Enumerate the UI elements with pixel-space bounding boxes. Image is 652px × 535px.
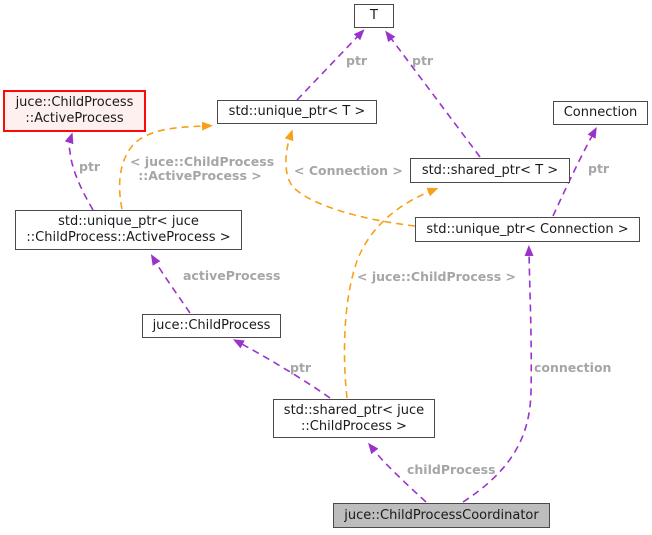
edge-label-template-childprocess: < juce::ChildProcess > xyxy=(357,269,516,284)
edge-label-ptr-t-right: ptr xyxy=(412,53,434,68)
node-template-param-t: T xyxy=(354,4,394,28)
edge-tmpl-uniqueptrconn-to-uniqueptrt xyxy=(284,129,416,227)
node-label: std::shared_ptr< T > xyxy=(421,162,559,178)
node-std-unique-ptr-connection: std::unique_ptr< Connection > xyxy=(415,217,640,242)
edge-ptr-uniqueptrap-to-activeprocess xyxy=(64,132,94,211)
edge-label-line1: < juce::ChildProcess xyxy=(130,154,275,169)
node-label: T xyxy=(370,8,378,23)
edge-label-line2: ::ActiveProcess > xyxy=(138,168,262,183)
node-label: std::unique_ptr< T > xyxy=(228,104,366,119)
edge-label-member-connection: connection xyxy=(534,360,612,375)
node-label: std::unique_ptr< Connection > xyxy=(426,221,629,237)
edge-label-ptr-t-left: ptr xyxy=(346,53,368,68)
edge-label-ptr-activeprocess: ptr xyxy=(79,159,101,174)
edge-childprocess-member xyxy=(368,442,427,503)
node-std-shared-ptr-t: std::shared_ptr< T > xyxy=(410,158,570,183)
edge-tmpl-uniqueptrap-to-uniqueptrt xyxy=(118,121,213,210)
edge-label-ptr-connection: ptr xyxy=(588,161,610,176)
node-label: juce::ChildProcessCoordinator xyxy=(344,507,539,523)
edge-label-member-childprocess: childProcess xyxy=(407,462,496,477)
node-label-line1: std::shared_ptr< juce xyxy=(283,402,425,418)
edge-activeprocess-member xyxy=(150,254,191,314)
node-label-line1: std::unique_ptr< juce xyxy=(58,214,199,229)
node-label-line2: ::ChildProcess > xyxy=(301,418,407,434)
edge-connection-member xyxy=(462,245,534,503)
node-std-shared-ptr-childprocess: std::shared_ptr< juce ::ChildProcess > xyxy=(273,399,435,438)
edge-ptr-sharedptrcp-to-childprocess xyxy=(232,339,331,399)
node-label-line1: juce::ChildProcess xyxy=(15,95,134,110)
node-std-unique-ptr-t: std::unique_ptr< T > xyxy=(217,100,377,124)
node-std-unique-ptr-activeprocess: std::unique_ptr< juce ::ChildProcess::Ac… xyxy=(15,210,242,250)
edge-ptr-sharedptrt-to-t xyxy=(385,30,481,158)
node-connection[interactable]: Connection xyxy=(553,101,648,125)
edge-label-ptr-childprocess: ptr xyxy=(290,360,312,375)
node-juce-childprocess[interactable]: juce::ChildProcess xyxy=(142,314,281,338)
node-label: Connection xyxy=(563,105,638,120)
node-juce-childprocesscoordinator-current: juce::ChildProcessCoordinator xyxy=(333,503,550,528)
node-label-line2: ::ActiveProcess xyxy=(25,111,124,126)
node-label: juce::ChildProcess xyxy=(152,318,271,333)
edge-ptr-uniqueptrt-to-t xyxy=(296,29,365,101)
edge-tmpl-sharedptrcp-to-sharedptrt xyxy=(343,187,439,399)
edge-label-template-connection: < Connection > xyxy=(294,163,403,178)
node-juce-childprocess-activeprocess[interactable]: juce::ChildProcess ::ActiveProcess xyxy=(3,90,146,132)
edge-label-member-activeprocess: activeProcess xyxy=(183,268,281,283)
edge-label-template-activeprocess: < juce::ChildProcess ::ActiveProcess > xyxy=(130,154,275,183)
node-label-line2: ::ChildProcess::ActiveProcess > xyxy=(26,230,231,245)
